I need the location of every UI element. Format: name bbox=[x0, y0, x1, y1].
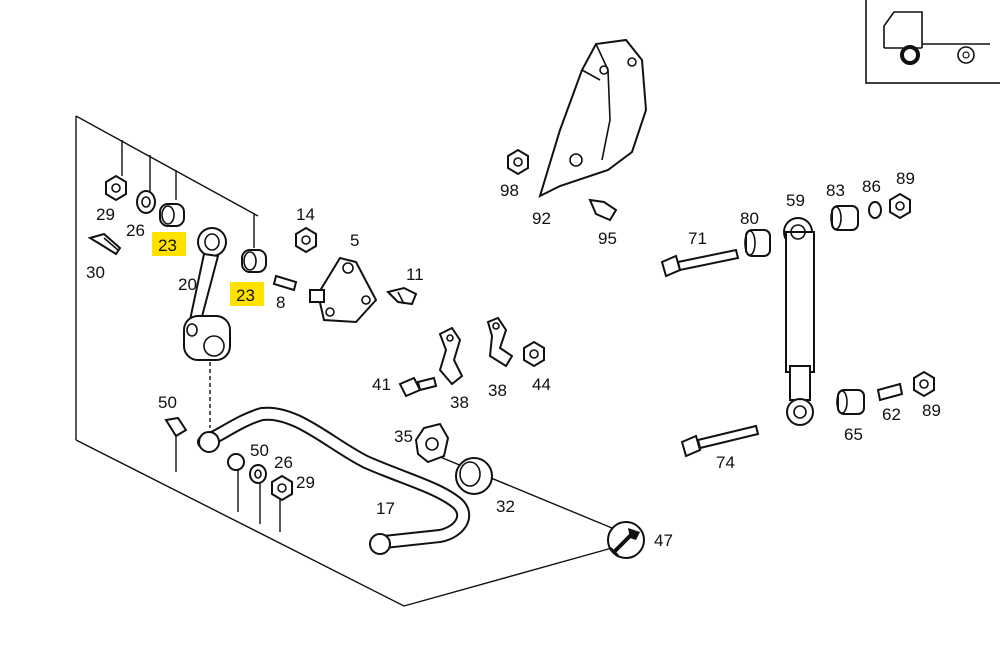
washer-86 bbox=[868, 201, 882, 219]
callout-35[interactable]: 35 bbox=[394, 427, 413, 446]
rubber-mount-32 bbox=[455, 457, 493, 495]
callout-5[interactable]: 5 bbox=[350, 231, 359, 250]
callout-50-upper[interactable]: 50 bbox=[158, 393, 177, 412]
callout-92[interactable]: 92 bbox=[532, 209, 551, 228]
callout-29-lower[interactable]: 29 bbox=[296, 473, 315, 492]
nut-29-lower bbox=[271, 474, 293, 502]
callout-8[interactable]: 8 bbox=[276, 293, 285, 312]
wrench-icon bbox=[607, 521, 645, 559]
mounting-bracket-92 bbox=[538, 38, 648, 198]
callout-26[interactable]: 26 bbox=[126, 221, 145, 240]
washer-50-lower bbox=[227, 453, 245, 471]
callout-17[interactable]: 17 bbox=[376, 499, 395, 518]
callout-98[interactable]: 98 bbox=[500, 181, 519, 200]
stabilizer-bar-17 bbox=[197, 406, 471, 555]
callout-32[interactable]: 32 bbox=[496, 497, 515, 516]
highlight-23-lower bbox=[230, 282, 264, 306]
callout-11[interactable]: 11 bbox=[406, 265, 424, 284]
bolt-41 bbox=[398, 376, 438, 398]
callout-47[interactable]: 47 bbox=[654, 531, 673, 550]
assembly-frame bbox=[75, 115, 613, 607]
stud-8 bbox=[272, 274, 298, 292]
bushing-83 bbox=[830, 205, 859, 231]
sleeve-80 bbox=[744, 229, 771, 257]
callout-26-lower[interactable]: 26 bbox=[274, 453, 293, 472]
callout-59[interactable]: 59 bbox=[786, 191, 805, 210]
bolt-71 bbox=[660, 248, 740, 278]
callout-41[interactable]: 41 bbox=[372, 375, 391, 394]
callout-50-lower[interactable]: 50 bbox=[250, 441, 269, 460]
callout-38-right[interactable]: 38 bbox=[488, 381, 507, 400]
callout-23-lower[interactable]: 23 bbox=[236, 286, 255, 305]
callout-29[interactable]: 29 bbox=[96, 205, 115, 224]
bolt-11 bbox=[386, 286, 418, 306]
washer-26-lower bbox=[249, 464, 267, 484]
nut-29 bbox=[105, 174, 127, 202]
sleeve-62 bbox=[876, 382, 904, 402]
callout-62[interactable]: 62 bbox=[882, 405, 901, 424]
callout-74[interactable]: 74 bbox=[716, 453, 735, 472]
callout-38-left[interactable]: 38 bbox=[450, 393, 469, 412]
washer-26 bbox=[136, 190, 156, 214]
nut-98 bbox=[507, 148, 529, 176]
callout-30[interactable]: 30 bbox=[86, 263, 105, 282]
callout-89-upper[interactable]: 89 bbox=[896, 169, 915, 188]
clamp-38-right bbox=[486, 316, 514, 368]
callout-80[interactable]: 80 bbox=[740, 209, 759, 228]
nut-89-upper bbox=[889, 192, 911, 220]
nut-14 bbox=[295, 226, 317, 254]
connecting-link-20 bbox=[183, 227, 231, 361]
highlight-23-upper bbox=[152, 232, 186, 256]
callout-14[interactable]: 14 bbox=[296, 205, 315, 224]
shock-absorber-59 bbox=[783, 217, 815, 426]
callout-89-lower[interactable]: 89 bbox=[922, 401, 941, 420]
bolt-50-upper bbox=[164, 416, 188, 438]
callout-83[interactable]: 83 bbox=[826, 181, 845, 200]
truck-front-axle-icon bbox=[865, 0, 1000, 84]
rubber-bushing-23-upper bbox=[159, 203, 185, 227]
rubber-bushing-23-lower bbox=[241, 249, 267, 273]
bushing-65 bbox=[836, 389, 865, 415]
bolt-74 bbox=[680, 424, 760, 458]
bolt-95 bbox=[588, 198, 618, 222]
callout-95[interactable]: 95 bbox=[598, 229, 617, 248]
retainer-35 bbox=[414, 422, 450, 464]
nut-44 bbox=[523, 340, 545, 368]
clamp-38-left bbox=[438, 326, 464, 386]
callout-86[interactable]: 86 bbox=[862, 177, 881, 196]
callout-44[interactable]: 44 bbox=[532, 375, 551, 394]
callout-23-upper[interactable]: 23 bbox=[158, 236, 177, 255]
callout-65[interactable]: 65 bbox=[844, 425, 863, 444]
nut-89-lower bbox=[913, 370, 935, 398]
bracket-5 bbox=[309, 256, 378, 324]
callout-20[interactable]: 20 bbox=[178, 275, 197, 294]
bolt-30 bbox=[87, 232, 122, 256]
callout-71[interactable]: 71 bbox=[688, 229, 707, 248]
